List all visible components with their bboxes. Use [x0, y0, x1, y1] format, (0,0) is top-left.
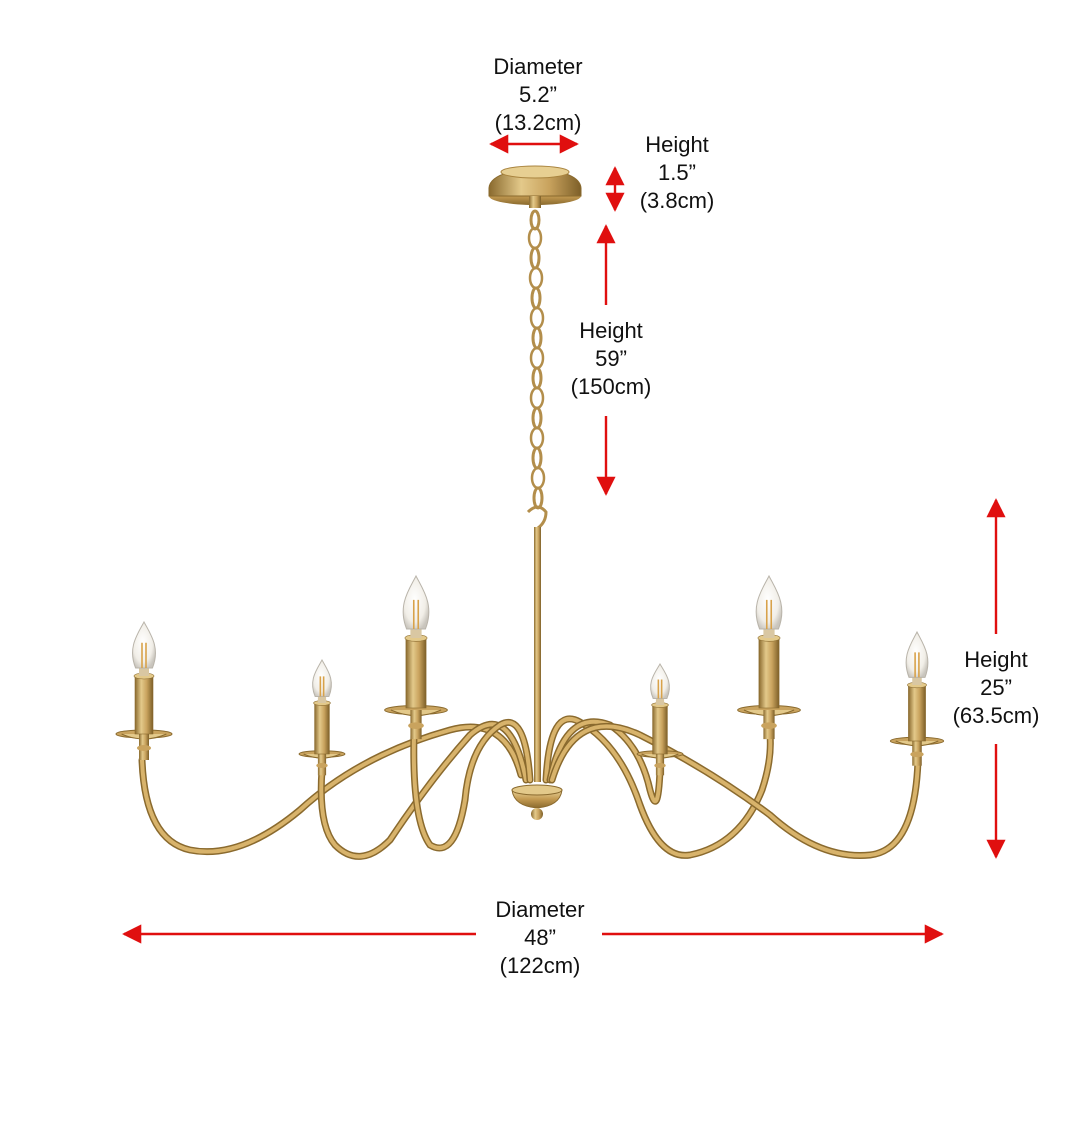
candle-sleeve — [134, 675, 154, 735]
bulb-icon — [905, 630, 929, 678]
candle-sleeve — [758, 637, 780, 709]
dimension-imperial: 1.5” — [658, 160, 696, 185]
filament — [765, 599, 773, 630]
filament — [657, 679, 663, 699]
candle-5 — [737, 574, 801, 740]
bulb-icon — [755, 574, 783, 630]
filament — [141, 642, 147, 668]
filament — [914, 652, 920, 678]
candle-1 — [115, 620, 173, 760]
center-hub — [511, 784, 563, 820]
arms — [138, 715, 922, 860]
dimension-title: Height — [579, 318, 643, 343]
candle-3 — [384, 574, 448, 740]
canopy — [488, 165, 582, 208]
body-height-label: Height 25” (63.5cm) — [940, 646, 1052, 730]
filament — [319, 676, 325, 697]
dimension-title: Diameter — [493, 54, 583, 79]
candle-sleeve — [908, 684, 926, 742]
candle-arms — [115, 574, 945, 776]
candle-sleeve — [405, 637, 427, 709]
candle-2 — [298, 658, 346, 776]
dimension-metric: (63.5cm) — [952, 703, 1040, 728]
canopy-diameter-label: Diameter 5.2” (13.2cm) — [478, 53, 598, 137]
dimension-metric: (122cm) — [499, 953, 581, 978]
dimension-imperial: 48” — [524, 925, 556, 950]
dimension-metric: (13.2cm) — [494, 110, 582, 135]
filament — [412, 599, 420, 630]
dimension-imperial: 5.2” — [519, 82, 557, 107]
bulb-icon — [132, 620, 156, 669]
bulb-icon — [650, 662, 670, 699]
center-rod — [534, 527, 541, 782]
candle-sleeve — [314, 702, 330, 755]
dimension-imperial: 25” — [980, 675, 1012, 700]
candle-4 — [636, 662, 684, 776]
dimension-title: Height — [645, 132, 709, 157]
dimension-title: Diameter — [495, 897, 585, 922]
dimension-imperial: 59” — [595, 346, 627, 371]
canopy-height-label: Height 1.5” (3.8cm) — [622, 131, 732, 215]
bulb-icon — [402, 574, 430, 630]
chain — [526, 209, 548, 530]
candle-6 — [889, 630, 945, 766]
candle-sleeve — [652, 704, 668, 755]
overall-diameter-label: Diameter 48” (122cm) — [478, 896, 602, 980]
dimension-metric: (150cm) — [570, 374, 652, 399]
dimension-arrows — [122, 134, 1006, 944]
dimension-title: Height — [964, 647, 1028, 672]
bulb-icon — [312, 658, 332, 697]
dimension-metric: (3.8cm) — [639, 188, 715, 213]
chain-height-label: Height 59” (150cm) — [551, 317, 671, 401]
